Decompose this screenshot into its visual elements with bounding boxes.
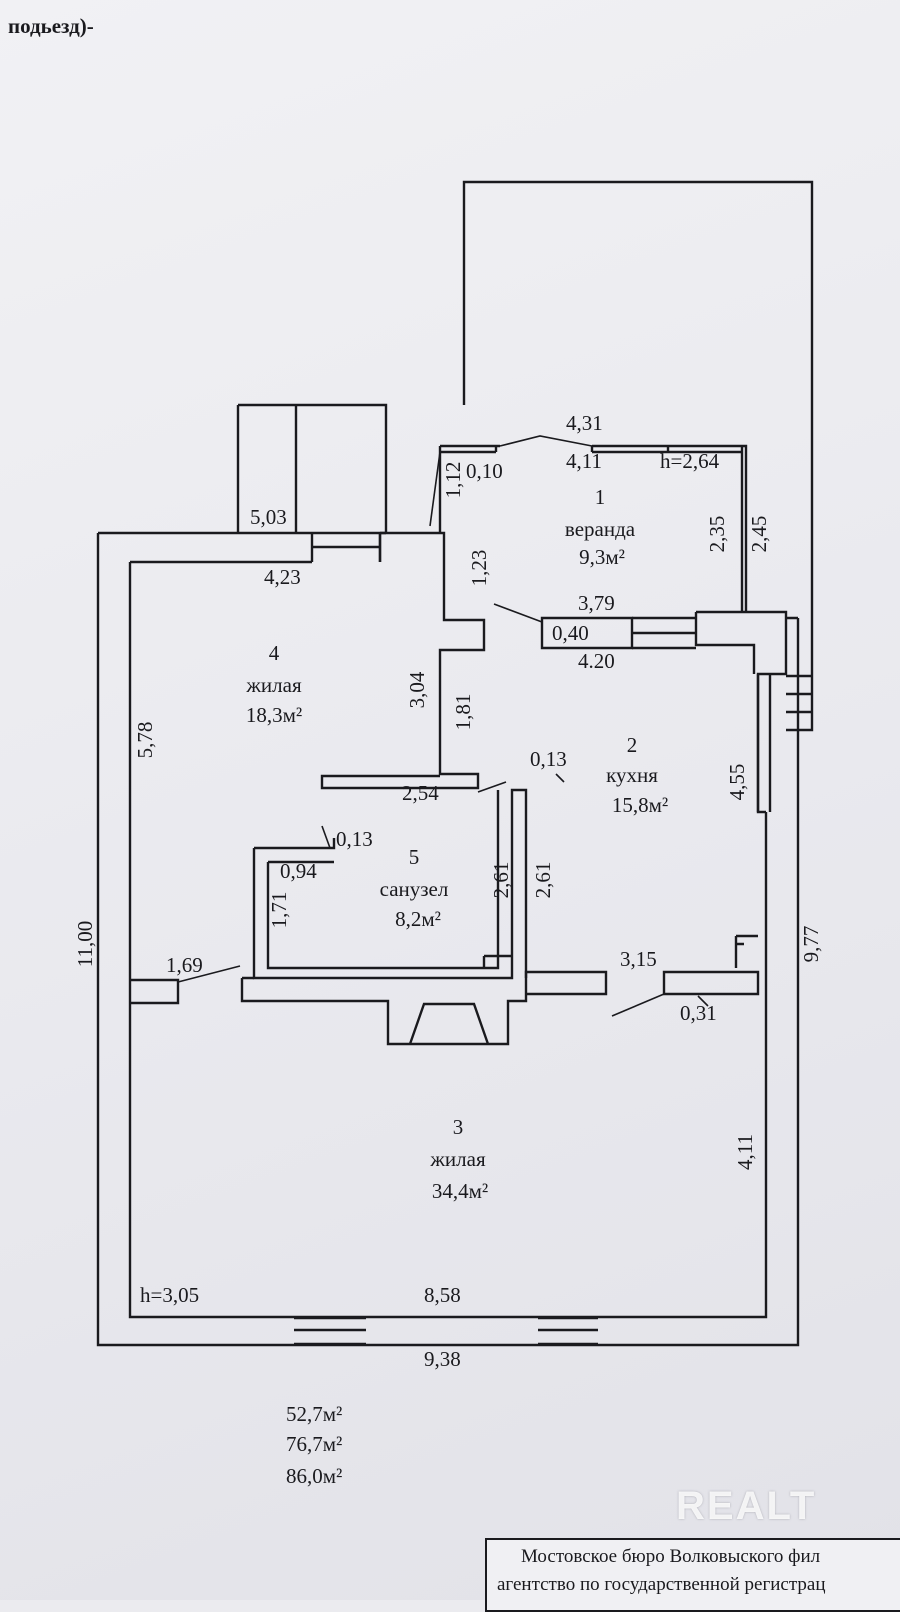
- dim-room3-right: 4,11: [733, 1134, 757, 1170]
- stamp-line-1: Мостовское бюро Волковыского фил: [521, 1546, 821, 1567]
- bathroom-walls: [252, 788, 528, 980]
- room-2-name: кухня: [606, 763, 658, 787]
- dim-kitchen-right: 4,55: [725, 764, 749, 801]
- room-5-name: санузел: [380, 877, 449, 901]
- room-1-area: 9,3м²: [579, 545, 625, 569]
- dim-bath-right: 2,61: [489, 862, 513, 899]
- dim-house-height: h=3,05: [140, 1283, 199, 1307]
- dim-kitchen-step: 0,13: [530, 747, 567, 771]
- dim-veranda-right-inner: 2,35: [705, 516, 729, 553]
- dim-veranda-right-outer: 2,45: [747, 516, 771, 553]
- window-bottom-left: [294, 1316, 366, 1346]
- dim-inner-bottom: 8,58: [424, 1283, 461, 1307]
- window-top-room4: [310, 533, 382, 562]
- dim-partition-thick: 0,31: [680, 1001, 717, 1025]
- page-caption: подьезд)-: [8, 14, 94, 38]
- realt-watermark-logo: REALT: [676, 1484, 817, 1528]
- dim-veranda-height: h=2,64: [660, 449, 720, 473]
- room-3-area: 34,4м²: [432, 1179, 488, 1203]
- dim-wall-step: 1,23: [467, 550, 491, 587]
- total-area: 76,7м²: [286, 1432, 343, 1456]
- dim-outer-bottom: 9,38: [424, 1347, 461, 1371]
- dim-veranda-top-outer: 4,31: [566, 411, 603, 435]
- window-bottom-right: [538, 1316, 598, 1346]
- veranda-walls: [438, 444, 748, 612]
- room-4-number: 4: [269, 641, 280, 665]
- dim-kitchen-top-outer: 3,79: [578, 591, 615, 615]
- partition-right: [662, 970, 760, 996]
- room-4-name: жилая: [245, 673, 302, 697]
- dim-room3-left-wall: 1,69: [166, 953, 203, 977]
- room-1-name: веранда: [565, 517, 636, 541]
- dim-right-outer: 9,77: [799, 926, 823, 963]
- dim-room4-right: 3,04: [405, 671, 429, 708]
- dim-room4-top-inner: 4,23: [264, 565, 301, 589]
- bureau-stamp: Мостовское бюро Волковыского фил агентст…: [485, 1538, 900, 1612]
- room-3-number: 3: [453, 1115, 464, 1139]
- room-3-name: жилая: [429, 1147, 486, 1171]
- dim-bath-step2: 0,94: [280, 859, 317, 883]
- dim-bath-step: 0,13: [336, 827, 373, 851]
- room-1-number: 1: [595, 485, 606, 509]
- room-5-area: 8,2м²: [395, 907, 441, 931]
- dim-bath-left: 1,71: [267, 892, 291, 929]
- total-area-with-veranda: 86,0м²: [286, 1464, 343, 1488]
- dim-veranda-wall: 0,10: [466, 459, 503, 483]
- fireplace: [408, 1002, 490, 1045]
- outer-wall: [96, 531, 800, 1347]
- terrace-outline: [462, 180, 814, 732]
- partition-left: [130, 978, 180, 1005]
- porch: [236, 403, 388, 533]
- room-5-number: 5: [409, 845, 420, 869]
- total-living-area: 52,7м²: [286, 1402, 343, 1426]
- dim-partition: 3,15: [620, 947, 657, 971]
- dim-room4-left: 5,78: [133, 722, 157, 759]
- dim-passage: 1,81: [451, 694, 475, 731]
- dim-outer-height: 11,00: [73, 921, 97, 967]
- room-2-number: 2: [627, 733, 638, 757]
- dim-room4-top-outer: 5,03: [250, 505, 287, 529]
- dim-kitchen-left: 2,61: [531, 862, 555, 899]
- stamp-line-2: агентство по государственной регистрац: [497, 1574, 826, 1595]
- inner-wall-line: [128, 560, 768, 1319]
- window-kitchen-top: [632, 616, 696, 650]
- window-right: [756, 674, 772, 812]
- dim-veranda-top-inner: 4,11: [566, 449, 602, 473]
- dim-veranda-left: 1,12: [441, 462, 465, 499]
- room-2-area: 15,8м²: [612, 793, 668, 817]
- room-4-area: 18,3м²: [246, 703, 302, 727]
- dim-bath-top: 2,54: [402, 781, 439, 805]
- dim-kitchen-wall: 0,40: [552, 621, 589, 645]
- dim-kitchen-top-inner: 4.20: [578, 649, 615, 673]
